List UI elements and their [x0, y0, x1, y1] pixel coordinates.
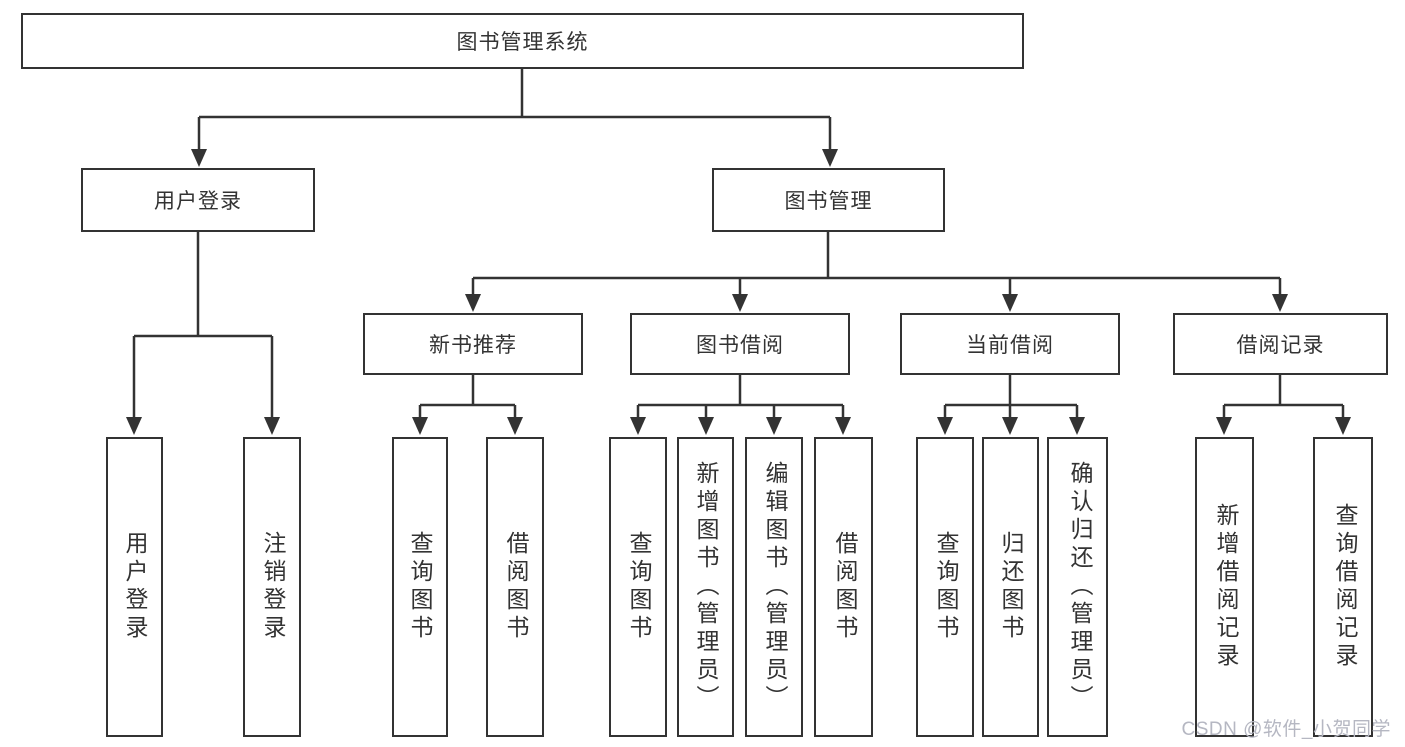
arrowheads	[126, 149, 1351, 435]
arrowhead-icon	[1002, 294, 1018, 312]
arrowhead-icon	[937, 417, 953, 435]
arrowhead-icon	[191, 149, 207, 167]
leaf-add-borrow-record: 新增借阅记录	[1195, 437, 1254, 737]
arrowhead-icon	[1002, 417, 1018, 435]
node-current-borrow: 当前借阅	[900, 313, 1120, 375]
leaf-logout: 注销登录	[243, 437, 301, 737]
node-book-borrow: 图书借阅	[630, 313, 850, 375]
arrowhead-icon	[1216, 417, 1232, 435]
node-system-root: 图书管理系统	[21, 13, 1024, 69]
leaf-borrow-books: 借阅图书	[814, 437, 873, 737]
arrowhead-icon	[1335, 417, 1351, 435]
arrowhead-icon	[507, 417, 523, 435]
arrowhead-icon	[630, 417, 646, 435]
leaf-query-books-borrow: 查询图书	[609, 437, 667, 737]
arrowhead-icon	[835, 417, 851, 435]
leaf-borrow-books-recommend: 借阅图书	[486, 437, 544, 737]
leaf-query-borrow-record: 查询借阅记录	[1313, 437, 1373, 737]
arrowhead-icon	[264, 417, 280, 435]
node-user-login: 用户登录	[81, 168, 315, 232]
leaf-confirm-return-admin: 确认归还（管理员）	[1047, 437, 1108, 737]
arrowhead-icon	[1069, 417, 1085, 435]
arrowhead-icon	[822, 149, 838, 167]
leaf-query-books-recommend: 查询图书	[392, 437, 448, 737]
leaf-edit-book-admin: 编辑图书（管理员）	[745, 437, 803, 737]
leaf-query-books-current: 查询图书	[916, 437, 974, 737]
arrowhead-icon	[766, 417, 782, 435]
arrowhead-icon	[732, 294, 748, 312]
node-borrow-records: 借阅记录	[1173, 313, 1388, 375]
leaf-add-book-admin: 新增图书（管理员）	[677, 437, 734, 737]
arrowhead-icon	[412, 417, 428, 435]
arrowhead-icon	[698, 417, 714, 435]
leaf-user-login: 用户登录	[106, 437, 163, 737]
arrowhead-icon	[126, 417, 142, 435]
csdn-watermark: CSDN @软件_小贺同学	[1181, 719, 1391, 740]
node-book-management: 图书管理	[712, 168, 945, 232]
arrowhead-icon	[465, 294, 481, 312]
leaf-return-book: 归还图书	[982, 437, 1039, 737]
tree-edges	[132, 69, 1345, 421]
arrowhead-icon	[1272, 294, 1288, 312]
node-new-book-recommend: 新书推荐	[363, 313, 583, 375]
